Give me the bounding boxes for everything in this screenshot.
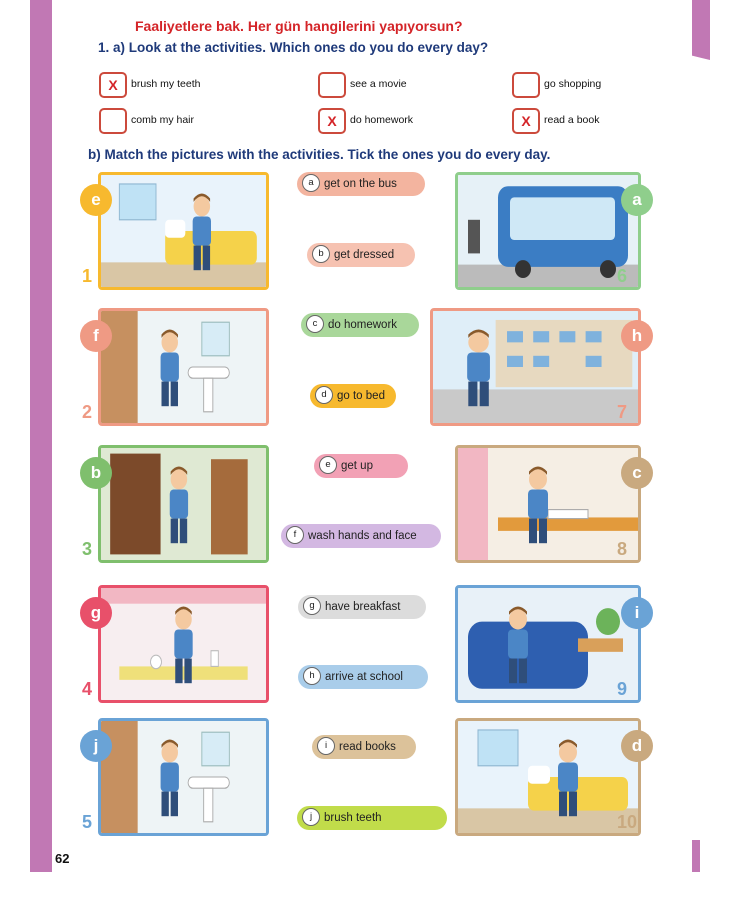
checkbox-comb-my-hair[interactable] — [99, 108, 127, 134]
picture-1 — [98, 172, 269, 290]
picture-number-9: 9 — [617, 679, 628, 699]
checkbox-mark: X — [327, 113, 337, 129]
page-number: 62 — [55, 851, 70, 866]
picture-number-7: 7 — [617, 402, 628, 422]
activity-letter: j — [302, 808, 320, 826]
activity-pill-f: f wash hands and face — [281, 524, 441, 548]
checkbox-mark: X — [108, 77, 118, 93]
checklist-label: brush my teeth — [131, 78, 201, 90]
activity-pill-d: d go to bed — [310, 384, 396, 408]
picture-10 — [455, 718, 641, 836]
scene-illustration — [458, 448, 638, 560]
picture-number-3: 3 — [82, 539, 93, 559]
activity-pill-b: b get dressed — [307, 243, 415, 267]
picture-8 — [455, 445, 641, 563]
checkbox-see-a-movie[interactable] — [318, 72, 346, 98]
part-b-heading: b) Match the pictures with the activitie… — [88, 147, 551, 162]
checklist-label: read a book — [544, 114, 600, 126]
activity-letter: f — [286, 526, 304, 544]
activity-text: get on the bus — [324, 178, 397, 190]
scene-illustration — [101, 448, 266, 560]
scene-illustration — [101, 721, 266, 833]
picture-6 — [455, 172, 641, 290]
answer-letter-1: e — [80, 184, 112, 216]
picture-number-4: 4 — [82, 679, 93, 699]
answer-letter-2: f — [80, 320, 112, 352]
picture-3 — [98, 445, 269, 563]
scene-illustration — [458, 175, 638, 287]
activity-letter: d — [315, 386, 333, 404]
scene-illustration — [458, 588, 638, 700]
activity-pill-c: c do homework — [301, 313, 419, 337]
activity-pill-g: g have breakfast — [298, 595, 426, 619]
answer-letter-8: c — [621, 457, 653, 489]
checkbox-mark: X — [521, 113, 531, 129]
activity-text: arrive at school — [325, 671, 403, 683]
answer-letter-7: h — [621, 320, 653, 352]
activity-text: wash hands and face — [308, 530, 417, 542]
checkbox-do-homework[interactable]: X — [318, 108, 346, 134]
picture-number-5: 5 — [82, 812, 93, 832]
activity-text: do homework — [328, 319, 398, 331]
checkbox-go-shopping[interactable] — [512, 72, 540, 98]
activity-letter: a — [302, 174, 320, 192]
answer-letter-5: j — [80, 730, 112, 762]
picture-number-6: 6 — [617, 266, 628, 286]
activity-letter: i — [317, 737, 335, 755]
activity-letter: h — [303, 667, 321, 685]
checklist-label: comb my hair — [131, 114, 195, 126]
picture-9 — [455, 585, 641, 703]
picture-7 — [430, 308, 641, 426]
activity-pill-j: j brush teeth — [297, 806, 447, 830]
picture-number-2: 2 — [82, 402, 93, 422]
activity-text: read books — [339, 741, 396, 753]
activity-letter: b — [312, 245, 330, 263]
checkbox-read-a-book[interactable]: X — [512, 108, 540, 134]
activity-text: have breakfast — [325, 601, 401, 613]
checklist-label: do homework — [350, 114, 414, 126]
activity-pill-h: h arrive at school — [298, 665, 428, 689]
picture-4 — [98, 585, 269, 703]
activity-text: go to bed — [337, 390, 385, 402]
left-border-band — [30, 0, 52, 872]
answer-letter-3: b — [80, 457, 112, 489]
picture-number-10: 10 — [617, 812, 638, 832]
answer-letter-4: g — [80, 597, 112, 629]
activity-letter: e — [319, 456, 337, 474]
turkish-instruction: Faaliyetlere bak. Her gün hangilerini ya… — [135, 18, 463, 34]
answer-letter-10: d — [621, 730, 653, 762]
scene-illustration — [101, 588, 266, 700]
answer-letter-9: i — [621, 597, 653, 629]
activity-text: get up — [341, 460, 373, 472]
picture-5 — [98, 718, 269, 836]
picture-number-1: 1 — [82, 266, 93, 286]
scene-illustration — [433, 311, 638, 423]
activity-pill-a: a get on the bus — [297, 172, 425, 196]
activity-letter: g — [303, 597, 321, 615]
picture-number-8: 8 — [617, 539, 628, 559]
scene-illustration — [458, 721, 638, 833]
scene-illustration — [101, 175, 266, 287]
activity-pill-e: e get up — [314, 454, 408, 478]
activity-text: brush teeth — [324, 812, 382, 824]
activity-pill-i: i read books — [312, 735, 416, 759]
checklist-label: go shopping — [544, 78, 602, 90]
activity-letter: c — [306, 315, 324, 333]
answer-letter-6: a — [621, 184, 653, 216]
checklist-label: see a movie — [350, 78, 407, 90]
checkbox-brush-my-teeth[interactable]: X — [99, 72, 127, 98]
scene-illustration — [101, 311, 266, 423]
picture-2 — [98, 308, 269, 426]
activity-text: get dressed — [334, 249, 395, 261]
part-a-heading: 1. a) Look at the activities. Which ones… — [98, 40, 489, 55]
